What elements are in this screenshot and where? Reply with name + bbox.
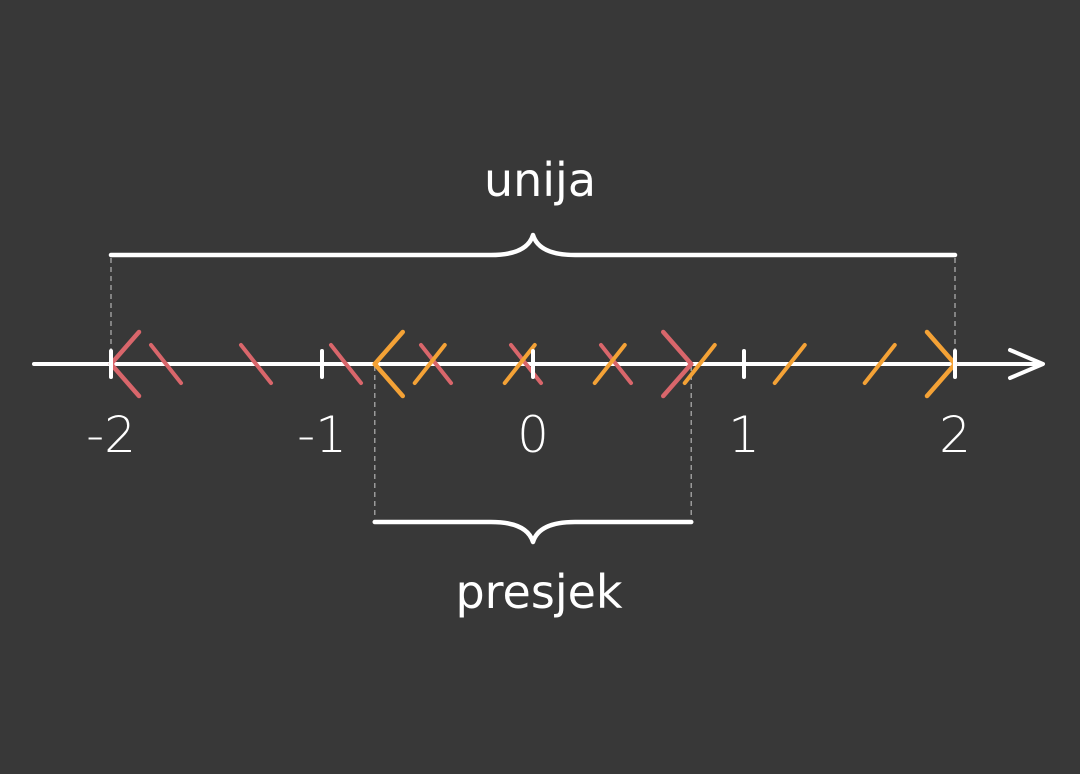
interval-b-hatch <box>502 343 537 385</box>
axis-arrow-icon <box>1008 348 1045 380</box>
tick-label: -1 <box>297 406 347 464</box>
intersection-label: presjek <box>455 565 622 619</box>
union-brace-path <box>108 232 958 258</box>
interval-a-hatch <box>509 343 543 385</box>
tick-label: -2 <box>86 406 136 464</box>
interval-a-hatch <box>329 343 363 385</box>
axis-ticks: -2 -1 0 1 2 <box>86 349 971 464</box>
union-brace <box>108 232 958 258</box>
tick-label: 0 <box>517 406 549 464</box>
interval-b-hatch <box>412 343 447 385</box>
interval-b-hatch <box>862 343 897 385</box>
interval-a-right-endpoint <box>661 329 694 399</box>
union-label: unija <box>484 153 596 207</box>
interval-a-hatch <box>419 343 453 385</box>
interval-b-hatch <box>772 343 807 385</box>
interval-a-hatch <box>239 343 273 385</box>
interval-b-hatch <box>592 343 627 385</box>
interval-a-hatch <box>599 343 633 385</box>
interval-b-left-endpoint <box>372 329 405 399</box>
interval-a-hatch <box>149 343 183 385</box>
intersection-brace <box>372 519 694 545</box>
tick-label: 2 <box>939 406 971 464</box>
interval-b-hatches <box>412 343 897 385</box>
guide-lines <box>110 258 956 518</box>
interval-b-hatch <box>682 343 717 385</box>
tick-label: 1 <box>728 406 760 464</box>
interval-a-hatches <box>149 343 633 385</box>
intersection-brace-path <box>372 519 694 545</box>
